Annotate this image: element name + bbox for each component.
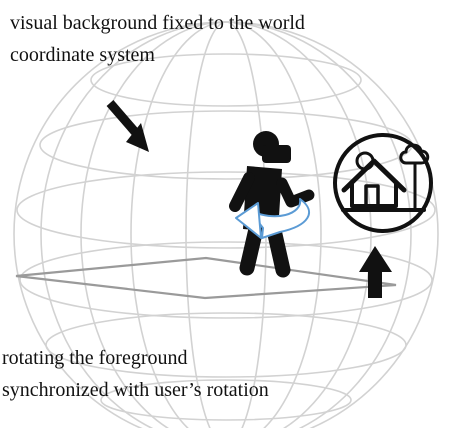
sphere-latitude (16, 171, 436, 249)
world-sphere (13, 21, 439, 433)
caption-line: synchronized with user’s rotation (2, 379, 269, 401)
sphere-latitude (90, 53, 362, 107)
diagonal-arrow-icon (106, 100, 149, 152)
sphere-latitude (19, 241, 433, 319)
sphere-latitude (45, 312, 407, 378)
up-arrow-icon (359, 246, 392, 298)
vr-headset-walking-person-icon (229, 131, 315, 278)
sphere-meridian (40, 21, 412, 433)
sphere-latitude (100, 379, 352, 421)
caption-visual-background: visual background fixed to the world coor… (10, 7, 305, 71)
floor-plane (15, 256, 397, 300)
house-with-tree-and-sun-icon (333, 133, 433, 233)
caption-line: coordinate system (10, 44, 155, 66)
caption-line: rotating the foreground (2, 347, 188, 369)
caption-rotating-foreground: rotating the foreground synchronized with… (2, 342, 269, 406)
caption-line: visual background fixed to the world (10, 12, 305, 34)
rotation-arrow-icon (235, 198, 311, 239)
